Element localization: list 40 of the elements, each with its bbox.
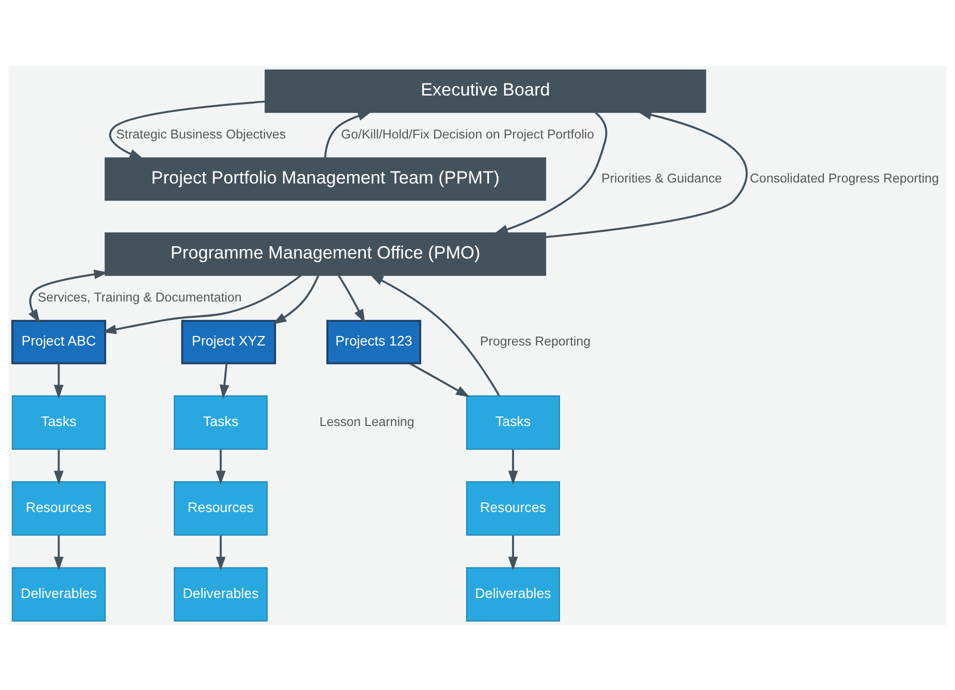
node-box: Project XYZ: [181, 319, 276, 364]
edge-label: Progress Reporting: [480, 332, 591, 348]
node-box: Project Portfolio Management Team (PPMT): [104, 156, 546, 200]
arrow: [109, 100, 265, 158]
arrow: [54, 363, 64, 398]
edge-label: Consolidated Progress Reporting: [750, 170, 939, 185]
arrow: [494, 112, 608, 234]
node-box: Executive Board: [264, 68, 706, 112]
node-box: Deliverables: [12, 566, 106, 622]
edge-label: Services, Training & Documentation: [38, 288, 242, 304]
arrow: [508, 535, 518, 570]
node-box: Projects 123: [326, 319, 422, 364]
node-box: Tasks: [12, 394, 106, 450]
arrow: [370, 274, 500, 396]
node-box: Resources: [12, 480, 106, 536]
edge-label: Strategic Business Objectives: [116, 126, 286, 141]
arrow: [220, 363, 230, 398]
arrow: [324, 110, 372, 158]
node-box: Resources: [466, 480, 560, 536]
arrow: [54, 535, 64, 570]
node-box: Tasks: [174, 394, 268, 450]
arrow: [102, 274, 302, 334]
node-box: Deliverables: [466, 566, 560, 622]
arrow: [54, 449, 64, 484]
arrow: [216, 449, 226, 484]
label: Lesson Learning: [319, 413, 414, 428]
arrow: [28, 269, 108, 323]
edge-label: Priorities & Guidance: [601, 170, 722, 185]
node-box: Tasks: [466, 394, 560, 450]
node-box: Resources: [174, 480, 268, 536]
arrow: [410, 362, 470, 397]
arrow: [338, 274, 366, 323]
arrow: [272, 274, 320, 324]
arrow: [546, 110, 748, 238]
node-box: Project ABC: [11, 319, 106, 364]
edge-label: Go/Kill/Hold/Fix Decision on Project Portfolio: [341, 126, 594, 141]
arrow: [508, 449, 518, 484]
node-box: Programme Management Office (PMO): [104, 232, 546, 276]
arrow: [216, 535, 226, 570]
node-box: Deliverables: [174, 566, 268, 622]
